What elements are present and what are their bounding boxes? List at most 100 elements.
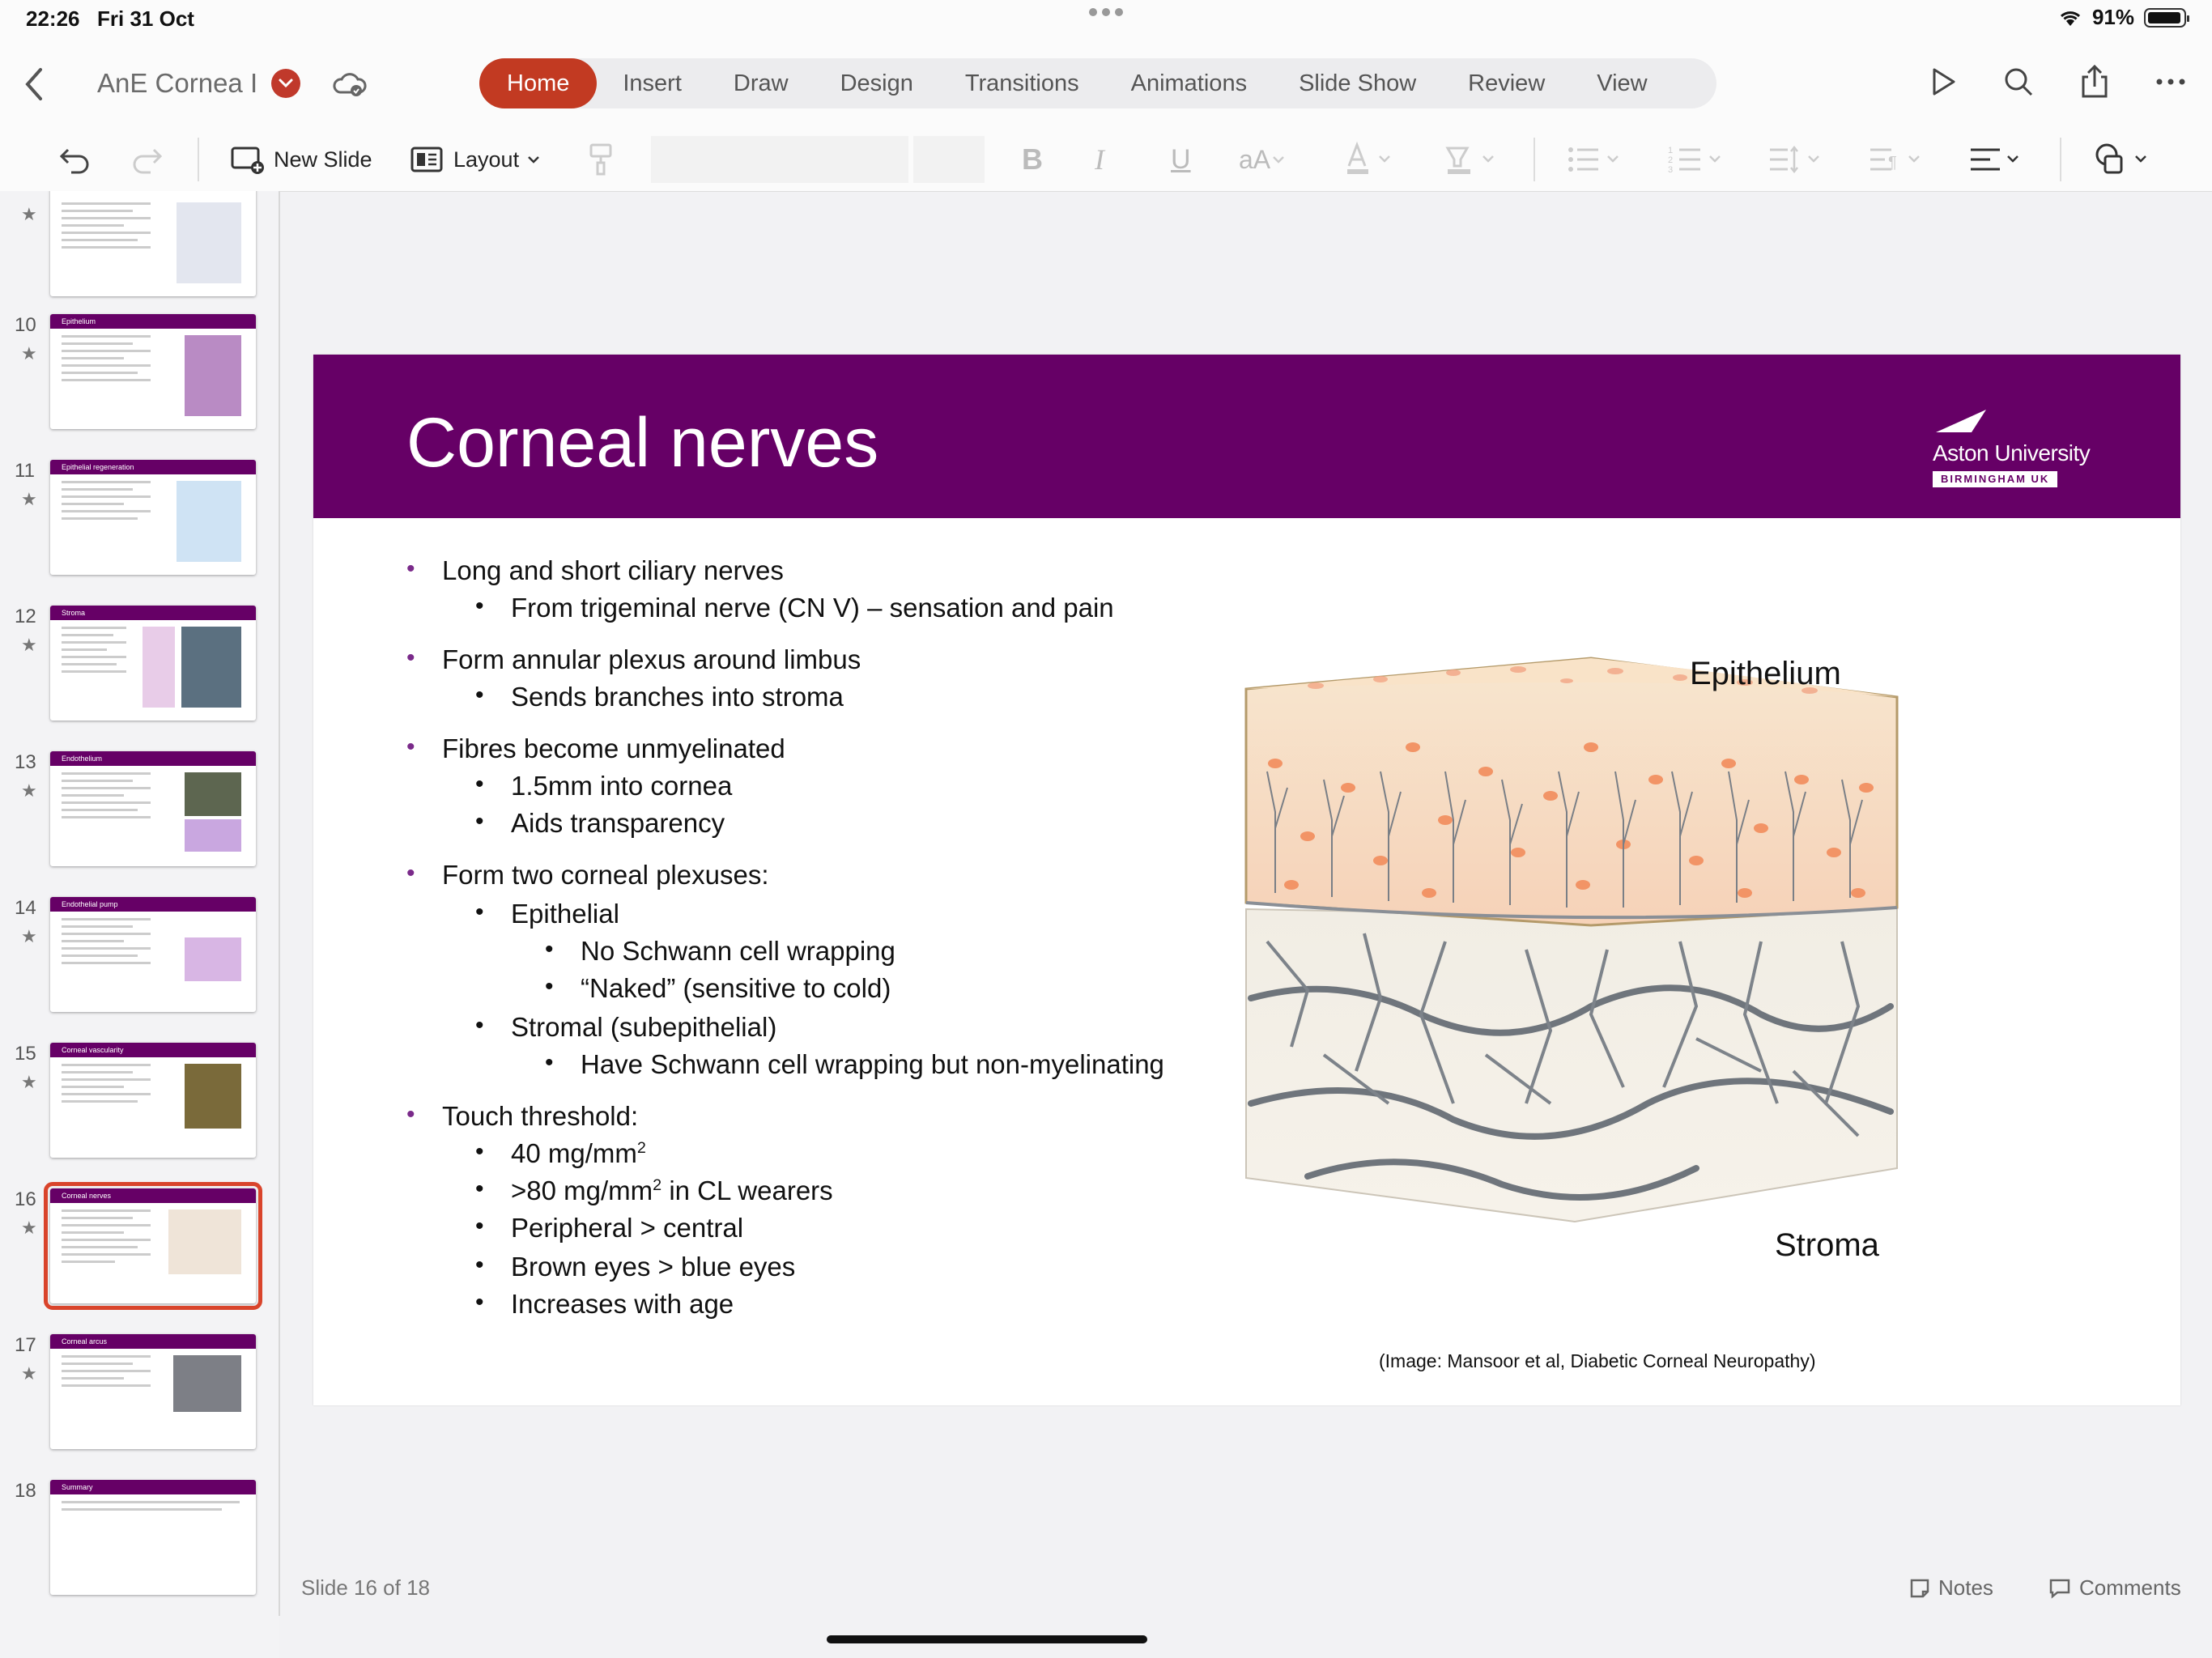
bullet-l2: •Aids transparency	[475, 808, 725, 838]
battery-icon	[2144, 7, 2189, 28]
epithelium-label: Epithelium	[1690, 656, 1841, 691]
cloud-sync-icon[interactable]	[332, 68, 368, 100]
comments-button[interactable]: Comments	[2048, 1575, 2181, 1601]
thumbnail-title: Summary	[50, 1480, 256, 1494]
wifi-icon	[2060, 11, 2080, 26]
notes-button[interactable]: Notes	[1909, 1575, 1993, 1601]
redo-icon[interactable]	[130, 139, 165, 180]
slide-number: 10	[15, 314, 36, 336]
thumbnail-title: Corneal arcus	[50, 1334, 256, 1349]
slide-thumbnail-9[interactable]	[50, 191, 256, 296]
share-icon[interactable]	[2073, 60, 2116, 104]
tab-slide-show[interactable]: Slide Show	[1299, 70, 1417, 96]
thumbnail-title: Corneal nerves	[50, 1188, 256, 1203]
slide-number: 17	[15, 1334, 36, 1356]
paragraph-direction-icon[interactable]: ¶	[1867, 139, 1929, 180]
slide-thumbnail-panel[interactable]: ★ 10 ★ Epithelium 11 ★ Epithelial regene…	[0, 191, 279, 1658]
more-icon[interactable]	[2149, 60, 2193, 104]
document-title[interactable]: AnE Cornea I	[97, 68, 258, 98]
tab-view[interactable]: View	[1597, 70, 1648, 96]
bullet-l1: •Form two corneal plexuses:	[406, 860, 769, 890]
chevron-down-icon	[528, 156, 539, 164]
shapes-icon[interactable]	[2092, 139, 2157, 180]
font-color-icon[interactable]	[1342, 139, 1399, 180]
slide-thumbnail-10[interactable]: Epithelium	[50, 314, 256, 429]
search-icon[interactable]	[1997, 60, 2040, 104]
stroma-label: Stroma	[1775, 1227, 1879, 1263]
battery-percent: 91%	[2091, 5, 2134, 29]
play-icon[interactable]	[1921, 60, 1964, 104]
slide-thumbnail-17[interactable]: Corneal arcus	[50, 1334, 256, 1449]
font-size-field[interactable]	[913, 136, 985, 183]
bullet-l3: •Have Schwann cell wrapping but non-myel…	[545, 1049, 1164, 1079]
star-icon: ★	[21, 635, 37, 655]
slide-thumbnail-18[interactable]: Summary	[50, 1480, 256, 1595]
svg-text:2: 2	[1668, 155, 1673, 165]
slide-number: 18	[15, 1480, 36, 1502]
tab-review[interactable]: Review	[1468, 70, 1546, 96]
tab-design[interactable]: Design	[840, 70, 913, 96]
font-size-change-icon[interactable]: aA	[1239, 139, 1287, 180]
divider	[2060, 138, 2061, 181]
bullet-l2: •Peripheral > central	[475, 1213, 744, 1243]
bold-icon[interactable]: B	[1022, 142, 1043, 176]
bullet-l1: •Form annular plexus around limbus	[406, 644, 861, 674]
slide-count: Slide 16 of 18	[301, 1575, 431, 1600]
home-indicator[interactable]	[827, 1635, 1147, 1643]
tab-home[interactable]: Home	[479, 58, 598, 108]
status-time: 22:26	[26, 6, 80, 31]
format-painter-icon[interactable]	[586, 139, 615, 180]
image-caption: (Image: Mansoor et al, Diabetic Corneal …	[1379, 1350, 1816, 1371]
align-icon[interactable]	[1967, 139, 2029, 180]
panel-divider[interactable]	[279, 191, 280, 1616]
slide-thumbnail-16[interactable]: Corneal nerves	[44, 1182, 262, 1310]
star-icon: ★	[21, 343, 37, 363]
slide-number: 11	[15, 460, 35, 482]
right-toolbar	[1921, 60, 2193, 104]
font-name-field[interactable]	[651, 136, 908, 183]
tab-insert[interactable]: Insert	[623, 70, 682, 96]
comments-label: Comments	[2079, 1575, 2181, 1600]
slide-thumbnail-14[interactable]: Endothelial pump	[50, 897, 256, 1012]
tab-animations[interactable]: Animations	[1130, 70, 1248, 96]
logo-name: Aston University	[1933, 440, 2091, 466]
new-slide-button[interactable]: New Slide	[230, 139, 372, 180]
slide-thumbnail-12[interactable]: Stroma	[50, 606, 256, 721]
bullet-l2: •Stromal (subepithelial)	[475, 1012, 777, 1042]
italic-icon[interactable]: I	[1095, 143, 1104, 176]
slide-title[interactable]: Corneal nerves	[406, 404, 879, 482]
corneal-nerve-diagram[interactable]	[1243, 650, 1915, 1241]
bullet-l2: •Brown eyes > blue eyes	[475, 1252, 796, 1282]
bullet-list-icon[interactable]	[1566, 139, 1627, 180]
slide-canvas[interactable]: Corneal nerves Aston University BIRMINGH…	[313, 355, 2180, 1405]
logo-triangle-icon	[1936, 410, 1986, 432]
tab-transitions[interactable]: Transitions	[964, 70, 1079, 96]
slide-number: 12	[15, 606, 36, 627]
slide-header-band: Corneal nerves Aston University BIRMINGH…	[313, 355, 2180, 518]
bullet-l1: •Touch threshold:	[406, 1101, 639, 1131]
back-chevron-icon[interactable]	[18, 63, 50, 105]
document-menu-chevron-icon[interactable]	[271, 69, 300, 98]
layout-button[interactable]: Layout	[410, 139, 542, 180]
tab-draw[interactable]: Draw	[733, 70, 789, 96]
highlight-icon[interactable]	[1443, 139, 1504, 180]
bullet-l2: •Increases with age	[475, 1289, 734, 1319]
slide-thumbnail-15[interactable]: Corneal vascularity	[50, 1043, 256, 1158]
thumbnail-title: Epithelium	[50, 314, 256, 329]
slide-thumbnail-11[interactable]: Epithelial regeneration	[50, 460, 256, 575]
new-slide-icon	[231, 147, 264, 174]
star-icon: ★	[21, 1072, 37, 1092]
layout-label: Layout	[453, 147, 520, 172]
comment-icon	[2049, 1579, 2070, 1599]
thumbnail-title: Endothelial pump	[50, 897, 256, 912]
slide-number: 16	[15, 1188, 36, 1210]
line-spacing-icon[interactable]	[1767, 139, 1828, 180]
slide-thumbnail-13[interactable]: Endothelium	[50, 751, 256, 866]
multitasking-dots-icon[interactable]	[1089, 8, 1125, 19]
bullet-l2: •From trigeminal nerve (CN V) – sensatio…	[475, 593, 1114, 623]
undo-icon[interactable]	[57, 139, 92, 180]
status-bar: 22:26 Fri 31 Oct 91%	[0, 0, 2212, 40]
underline-icon[interactable]: U	[1171, 143, 1191, 175]
